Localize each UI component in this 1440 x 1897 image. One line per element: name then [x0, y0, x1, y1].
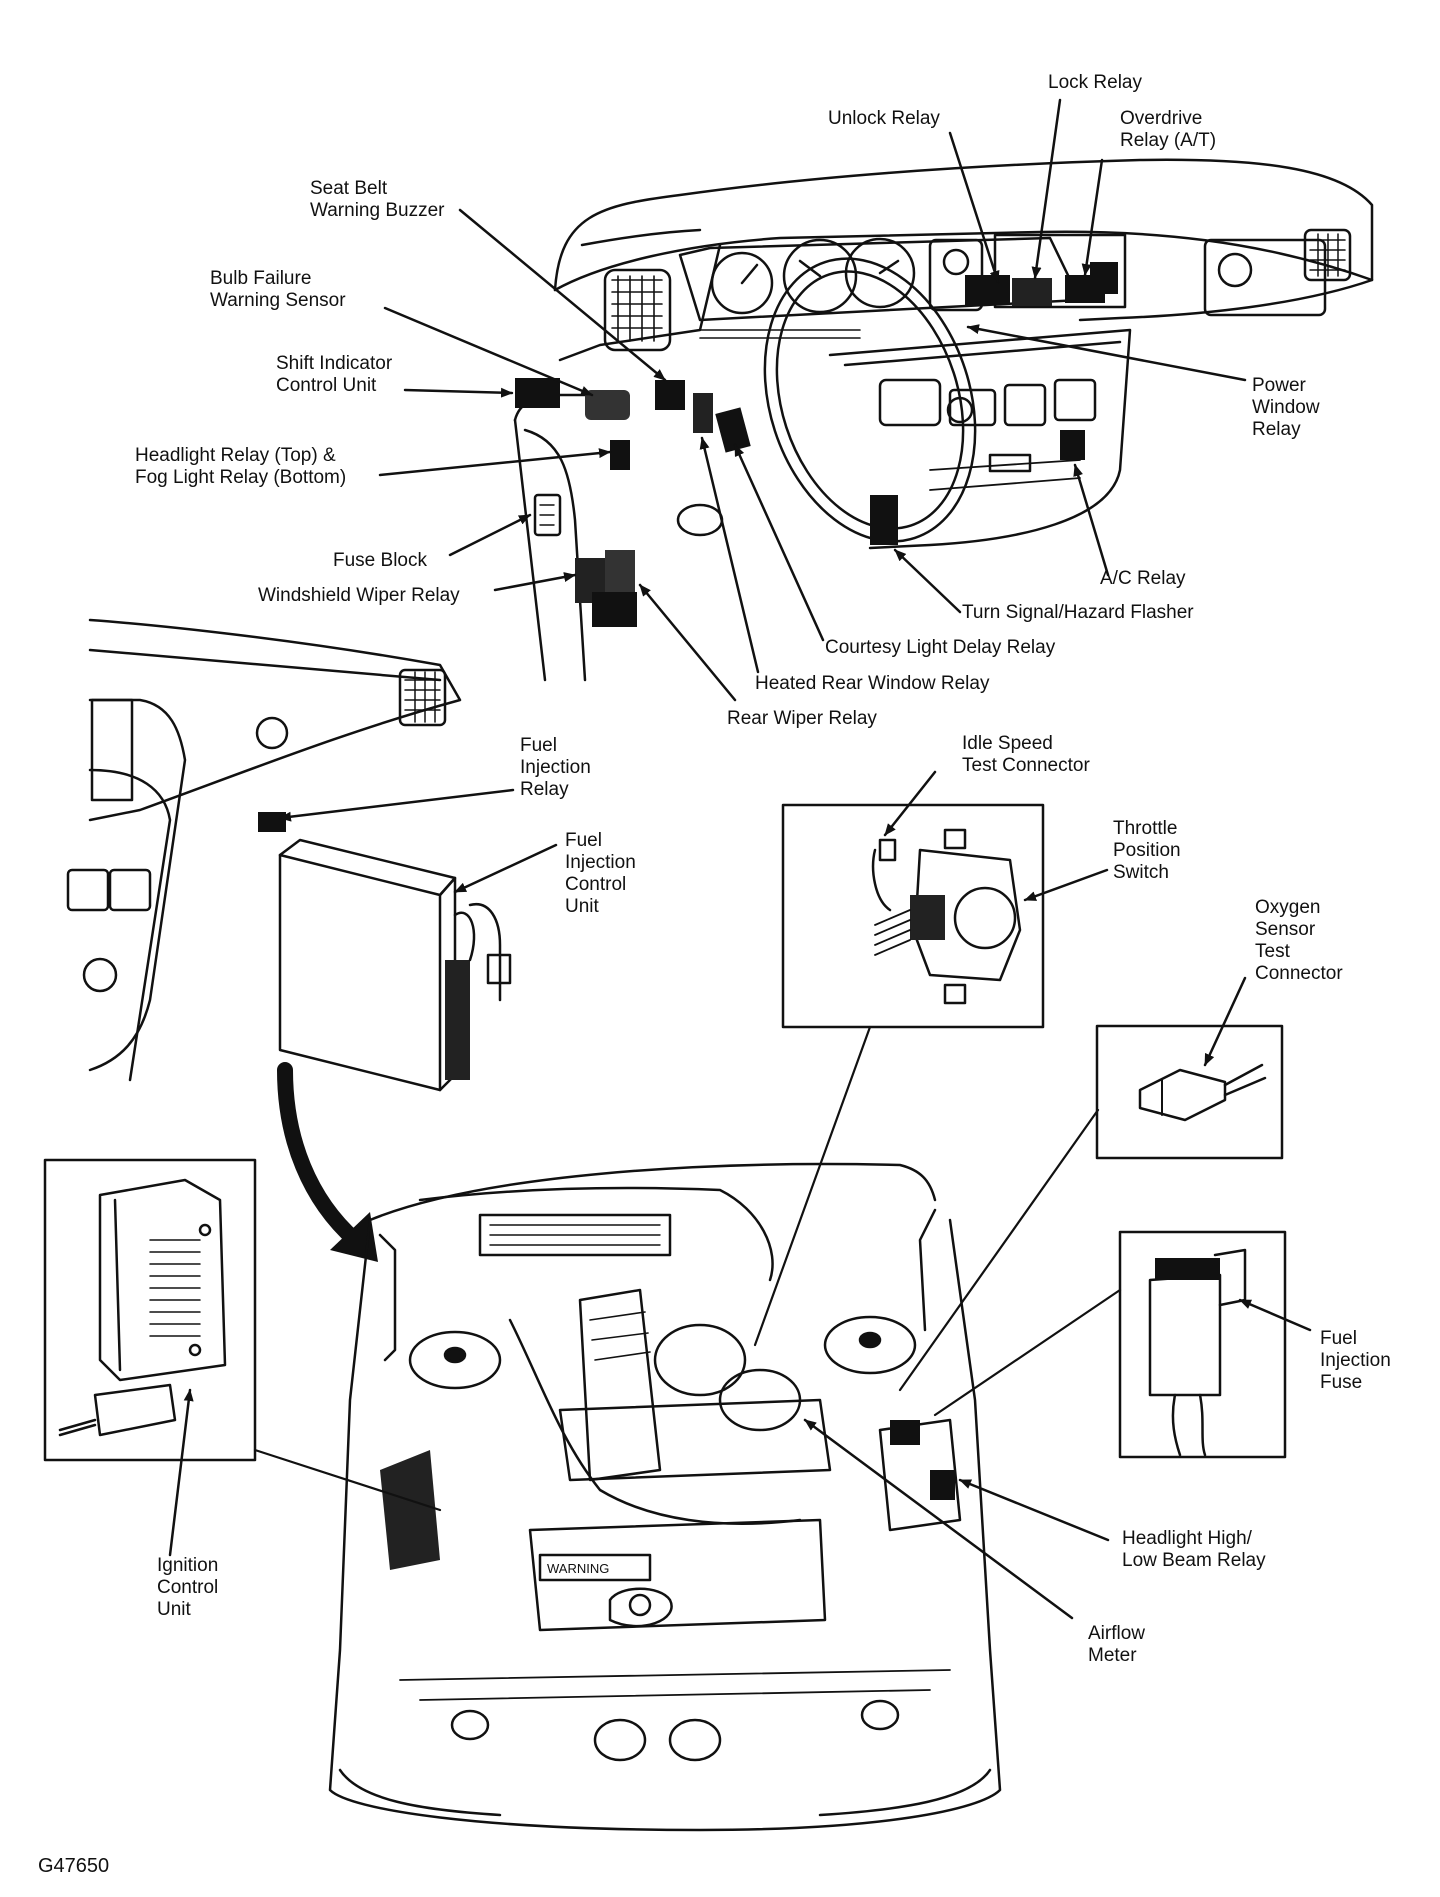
label-fuel-injection-fuse: Fuel Injection Fuse: [1320, 1328, 1391, 1393]
label-fuel-injection-control-unit: Fuel Injection Control Unit: [565, 830, 636, 917]
label-throttle-position-switch: Throttle Position Switch: [1113, 818, 1181, 883]
inset-connector-lines: [253, 1025, 1122, 1512]
label-shift-indicator: Shift Indicator Control Unit: [276, 353, 393, 396]
inset-oxygen-sensor-connector: [1095, 1024, 1284, 1160]
inset-ignition-control-unit: [43, 1158, 257, 1462]
label-lock-relay: Lock Relay: [1048, 72, 1142, 93]
label-heated-rear-window-relay: Heated Rear Window Relay: [755, 673, 990, 694]
label-power-window-relay: Power Window Relay: [1252, 375, 1320, 440]
location-arrow: [277, 1062, 363, 1248]
label-oxygen-sensor-connector: Oxygen Sensor Test Connector: [1255, 897, 1343, 984]
dashboard-drawing: [513, 158, 1374, 682]
label-unlock-relay: Unlock Relay: [828, 108, 940, 129]
label-overdrive-relay: Overdrive Relay (A/T): [1120, 108, 1217, 151]
left-dash-drawing: [66, 618, 512, 1092]
leader-lines: [168, 98, 1312, 1620]
label-airflow-meter: Airflow Meter: [1088, 1623, 1146, 1666]
label-seat-belt-buzzer: Seat Belt Warning Buzzer: [310, 178, 445, 221]
label-windshield-wiper-relay: Windshield Wiper Relay: [258, 585, 460, 606]
label-courtesy-light-relay: Courtesy Light Delay Relay: [825, 637, 1056, 658]
label-fuel-injection-relay: Fuel Injection Relay: [520, 735, 591, 800]
engine-plate-text: WARNING: [547, 1561, 609, 1576]
inset-fuel-injection-fuse: [1118, 1230, 1287, 1459]
label-ac-relay: A/C Relay: [1100, 568, 1186, 589]
engine-bay-drawing: WARNING: [328, 1162, 1002, 1832]
label-headlight-fog-relay: Headlight Relay (Top) & Fog Light Relay …: [135, 445, 347, 488]
label-bulb-failure-sensor: Bulb Failure Warning Sensor: [210, 268, 346, 311]
figure-id: G47650: [38, 1855, 110, 1877]
label-headlight-high-low-relay: Headlight High/ Low Beam Relay: [1122, 1528, 1266, 1571]
label-idle-speed-connector: Idle Speed Test Connector: [962, 733, 1090, 776]
label-turn-signal-flasher: Turn Signal/Hazard Flasher: [962, 602, 1194, 623]
label-rear-wiper-relay: Rear Wiper Relay: [727, 708, 877, 729]
inset-throttle-position-switch: [781, 803, 1045, 1029]
label-ignition-control-unit: Ignition Control Unit: [157, 1555, 219, 1620]
label-fuse-block: Fuse Block: [333, 550, 427, 571]
